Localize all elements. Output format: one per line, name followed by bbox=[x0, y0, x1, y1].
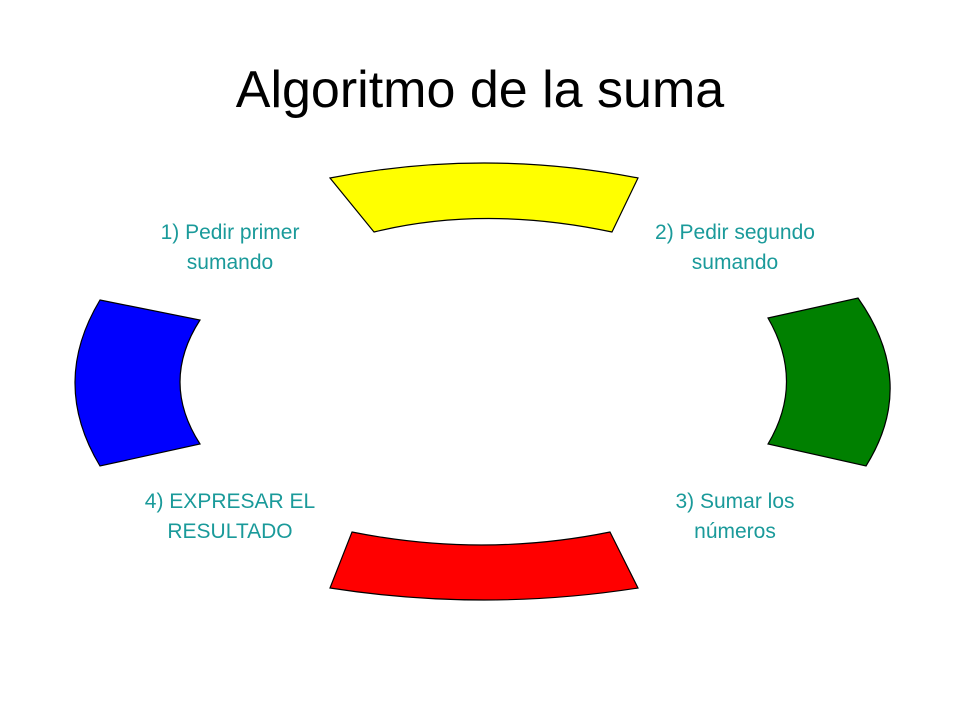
step-label-2: 2) Pedir segundo sumando bbox=[605, 218, 865, 278]
step-3-line-2: números bbox=[694, 520, 776, 543]
step-4-line-1: 4) EXPRESAR EL bbox=[144, 490, 316, 513]
step-3-line-1: 3) Sumar los bbox=[675, 490, 795, 513]
step-1-line-2: sumando bbox=[186, 251, 274, 274]
segment-bottom-red bbox=[329, 531, 639, 601]
segment-top-yellow bbox=[328, 162, 639, 233]
step-2-line-2: sumando bbox=[691, 251, 779, 274]
step-label-1: 1) Pedir primer sumando bbox=[100, 218, 360, 278]
step-2-line-1: 2) Pedir segundo bbox=[655, 221, 815, 244]
slide-title: Algoritmo de la suma bbox=[235, 61, 725, 119]
segment-left-blue bbox=[74, 299, 201, 467]
step-4-line-2: RESULTADO bbox=[167, 520, 293, 543]
step-label-3: 3) Sumar los números bbox=[605, 487, 865, 547]
segment-right-green bbox=[767, 297, 891, 467]
step-label-4: 4) EXPRESAR EL RESULTADO bbox=[100, 487, 360, 547]
step-1-line-1: 1) Pedir primer bbox=[160, 221, 300, 244]
